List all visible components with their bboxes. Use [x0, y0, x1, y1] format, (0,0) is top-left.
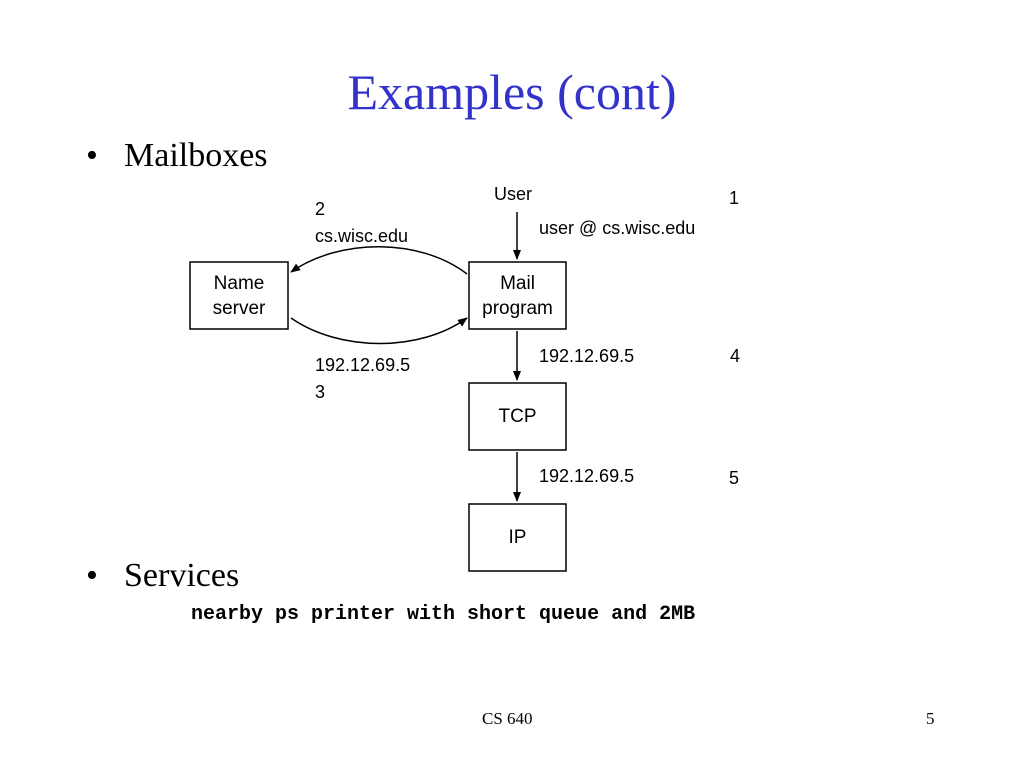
bullet-text: Services — [124, 557, 240, 594]
arrow-mail-program-to-name-server — [290, 246, 468, 275]
bullet-services: • Services — [86, 556, 239, 596]
mail-program-label-line2: program — [482, 298, 553, 319]
arrow-name-server-to-mail-program — [290, 317, 468, 345]
tcp-label: TCP — [498, 406, 537, 427]
step-2-number: 2 — [315, 199, 326, 219]
slide-title: Examples (cont) — [347, 64, 677, 120]
bullet-marker: • — [86, 137, 98, 174]
step-4-address: 192.12.69.5 — [539, 346, 635, 366]
bullet-marker: • — [86, 557, 98, 594]
step-3-address: 192.12.69.5 — [315, 355, 411, 375]
step-5-number: 5 — [729, 468, 740, 488]
step-5-address: 192.12.69.5 — [539, 466, 635, 486]
name-server-label: Name server — [190, 271, 288, 321]
bullet-text: Mailboxes — [124, 137, 268, 174]
bullet-mailboxes: • Mailboxes — [86, 136, 268, 176]
mail-program-label-line1: Mail — [500, 273, 535, 294]
ip-label: IP — [508, 527, 527, 548]
ip-box — [468, 503, 567, 572]
mail-program-label: Mail program — [469, 271, 566, 321]
footer-page-number: 5 — [926, 709, 935, 728]
step-1-query: user @ cs.wisc.edu — [539, 218, 696, 238]
user-label: User — [494, 184, 533, 204]
name-server-box — [189, 261, 289, 330]
name-server-label-line2: server — [212, 298, 266, 319]
step-4-number: 4 — [730, 346, 741, 366]
name-server-label-line1: Name — [213, 273, 265, 294]
mail-program-box — [468, 261, 567, 330]
services-query: nearby ps printer with short queue and 2… — [191, 603, 696, 626]
step-2-query: cs.wisc.edu — [315, 226, 409, 246]
step-1-number: 1 — [729, 188, 740, 208]
step-3-number: 3 — [315, 382, 326, 402]
footer-course: CS 640 — [482, 709, 533, 728]
tcp-box — [468, 382, 567, 451]
